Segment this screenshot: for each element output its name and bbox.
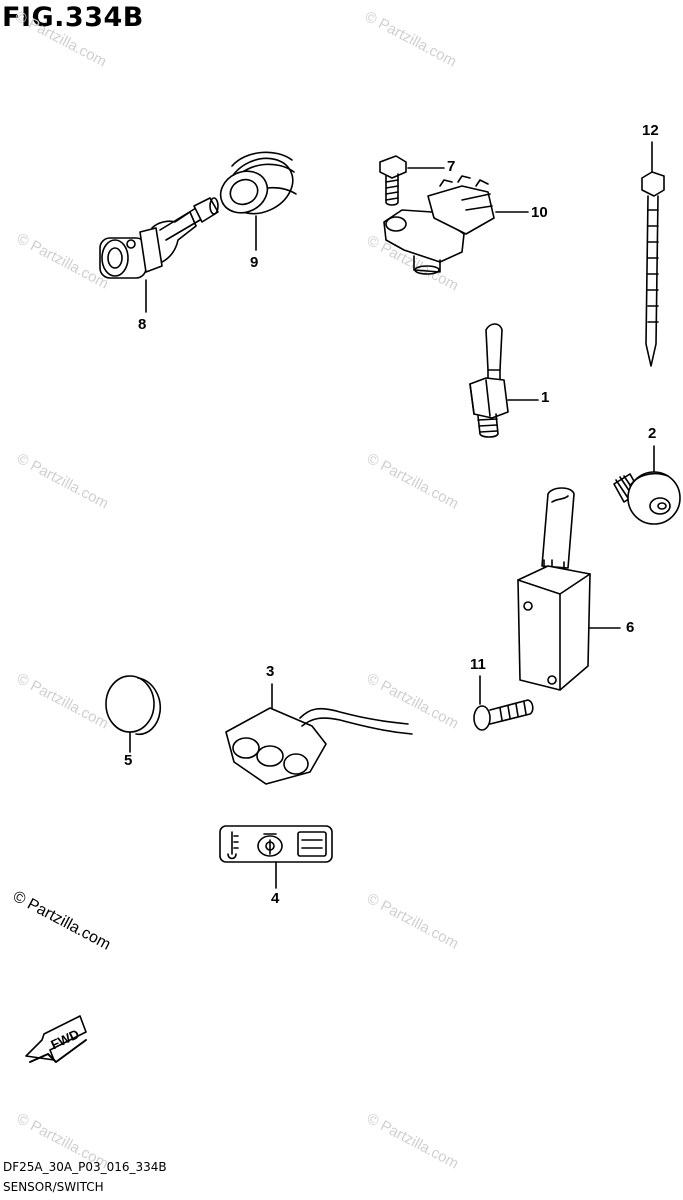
part-9-grommet [219,151,297,251]
part-11-bolt [473,675,534,731]
part-10-map-sensor [383,175,529,275]
part-6-module [517,487,621,691]
part-5-plug [105,675,162,753]
callout-1: 1 [541,389,550,406]
part-1-switch [469,323,539,438]
fig-title: FIG.334B [2,2,144,33]
part-4-label [219,825,333,889]
part-8-sensor [99,197,219,313]
callout-4: 4 [271,890,280,907]
figure-code: DF25A_30A_P03_016_334B [3,1160,167,1174]
callout-8: 8 [138,316,147,333]
part-7-bolt [379,155,445,206]
part-3-sensor [225,683,413,785]
figure-name: SENSOR/SWITCH [3,1180,104,1194]
callout-2: 2 [648,425,657,442]
callout-12: 12 [642,122,659,139]
callout-10: 10 [531,204,548,221]
callout-11: 11 [470,656,486,673]
part-2-knock-sensor [613,445,681,525]
callout-3: 3 [266,663,275,680]
callout-7: 7 [447,158,456,175]
fwd-arrow-icon [25,1015,87,1063]
callout-9: 9 [250,254,259,271]
part-12-cable-tie [641,141,665,367]
callout-6: 6 [626,619,635,636]
callout-5: 5 [124,752,133,769]
